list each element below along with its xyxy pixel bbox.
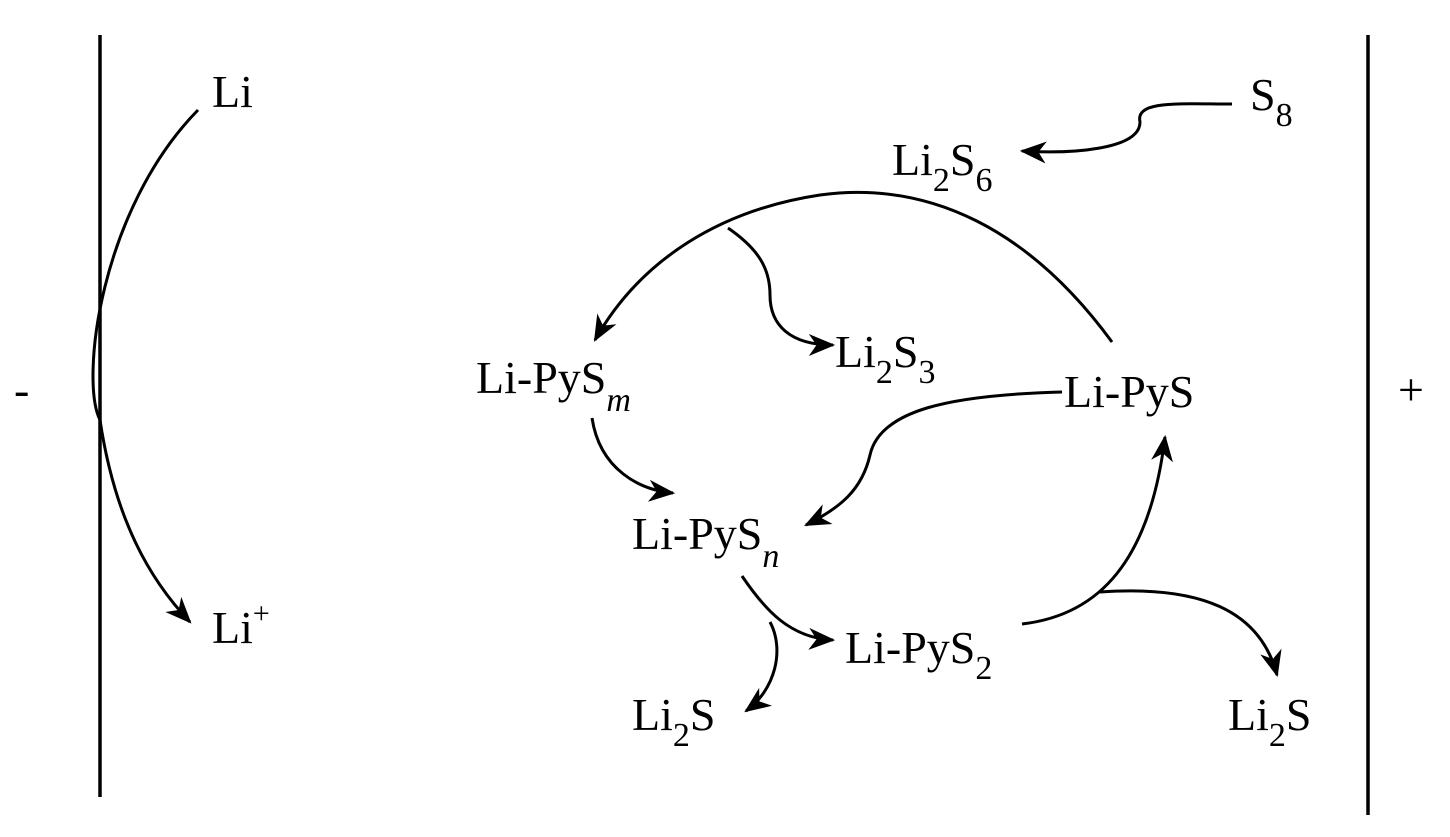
arrow-branch-to-li2s3 [727,226,836,356]
negative-sign: - [14,364,29,415]
arrow-li-pys-to-li-pysn [804,390,1063,527]
arrow-li-pysn-to-li-pys2 [740,575,836,650]
arrow-s8-to-li2s6 [1019,102,1233,164]
label-li2s6: Li2S6 [892,134,992,199]
label-li-pysm: Li-PySm [476,352,631,419]
arrow-li-oxidation [91,108,200,624]
arrow-li-pysm-to-li-pysn [590,417,676,502]
label-li2s-right: Li2S [1228,689,1311,754]
label-li-pys2: Li-PyS2 [845,622,992,687]
arrow-li-pys-to-li-pysm [593,190,1114,343]
label-s8: S8 [1250,69,1293,134]
arrow-branch-to-li2s-right [1099,589,1282,678]
label-li: Li [212,66,253,117]
label-li-pys: Li-PyS [1064,366,1194,417]
label-li2s3: Li2S3 [835,326,935,391]
arrow-li-pys2-to-li-pys [1021,434,1173,626]
label-li-plus: Li+ [212,597,270,653]
arrow-branch-to-li2s-left [744,621,779,713]
label-li2s-left: Li2S [632,689,715,754]
label-li-pysn: Li-PySn [632,508,779,575]
positive-sign: + [1398,364,1424,415]
